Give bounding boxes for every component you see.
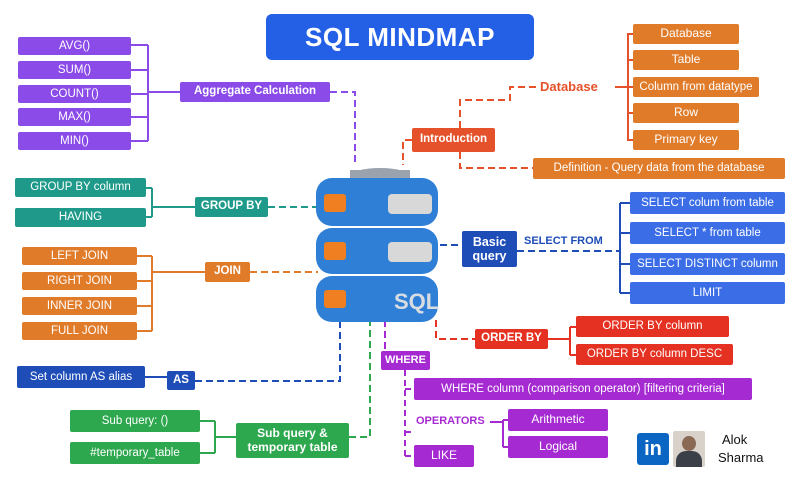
subquery-item: #temporary_table xyxy=(70,442,200,464)
operator-item: Logical xyxy=(508,436,608,458)
select-item: SELECT * from table xyxy=(630,222,785,244)
like-item: LIKE xyxy=(414,445,474,467)
join-item: INNER JOIN xyxy=(22,297,137,315)
aggregate-item: AVG() xyxy=(18,37,131,55)
basic-query-node: Basic query xyxy=(462,231,517,267)
aggregate-item: COUNT() xyxy=(18,85,131,103)
author-first-name: Alok xyxy=(722,432,748,447)
linkedin-icon[interactable]: in xyxy=(637,433,669,465)
database-label: Database xyxy=(540,79,598,94)
author-last-name: Sharma xyxy=(718,449,764,465)
definition-item: Definition - Query data from the databas… xyxy=(533,158,785,179)
order-by-node: ORDER BY xyxy=(475,329,548,349)
select-item: SELECT DISTINCT column xyxy=(630,253,785,275)
group-by-item: HAVING xyxy=(15,208,146,227)
order-by-item: ORDER BY column DESC xyxy=(576,344,733,365)
group-by-item: GROUP BY column xyxy=(15,178,146,197)
page-title: SQL MINDMAP xyxy=(266,14,534,60)
avatar xyxy=(673,431,705,467)
as-item: Set column AS alias xyxy=(17,366,145,388)
aggregate-item: SUM() xyxy=(18,61,131,79)
aggregate-item: MIN() xyxy=(18,132,131,150)
author-name: Alok Sharma xyxy=(718,431,764,466)
aggregate-item: MAX() xyxy=(18,108,131,126)
as-node: AS xyxy=(167,371,195,390)
database-item: Database xyxy=(633,24,739,44)
aggregate-calculation-node: Aggregate Calculation xyxy=(180,82,330,102)
join-item: LEFT JOIN xyxy=(22,247,137,265)
join-item: FULL JOIN xyxy=(22,322,137,340)
database-item: Table xyxy=(633,50,739,70)
operator-item: Arithmetic xyxy=(508,409,608,431)
join-node: JOIN xyxy=(205,262,250,282)
join-item: RIGHT JOIN xyxy=(22,272,137,290)
sql-label: SQL xyxy=(394,289,439,314)
database-icon: SQL xyxy=(316,168,439,322)
where-node: WHERE xyxy=(381,351,430,370)
database-item: Column from datatype xyxy=(633,77,759,97)
avatar-body xyxy=(676,451,702,467)
subquery-node: Sub query & temporary table xyxy=(236,423,349,458)
database-item: Primary key xyxy=(633,130,739,150)
select-from-label: SELECT FROM xyxy=(524,235,603,247)
avatar-head xyxy=(682,436,696,451)
select-item: LIMIT xyxy=(630,282,785,304)
subquery-item: Sub query: () xyxy=(70,410,200,432)
where-item: WHERE column (comparison operator) [filt… xyxy=(414,378,752,400)
select-item: SELECT colum from table xyxy=(630,192,785,214)
database-item: Row xyxy=(633,103,739,123)
operators-label: OPERATORS xyxy=(416,415,485,427)
introduction-node: Introduction xyxy=(412,128,495,152)
order-by-item: ORDER BY column xyxy=(576,316,729,337)
group-by-node: GROUP BY xyxy=(195,197,268,217)
